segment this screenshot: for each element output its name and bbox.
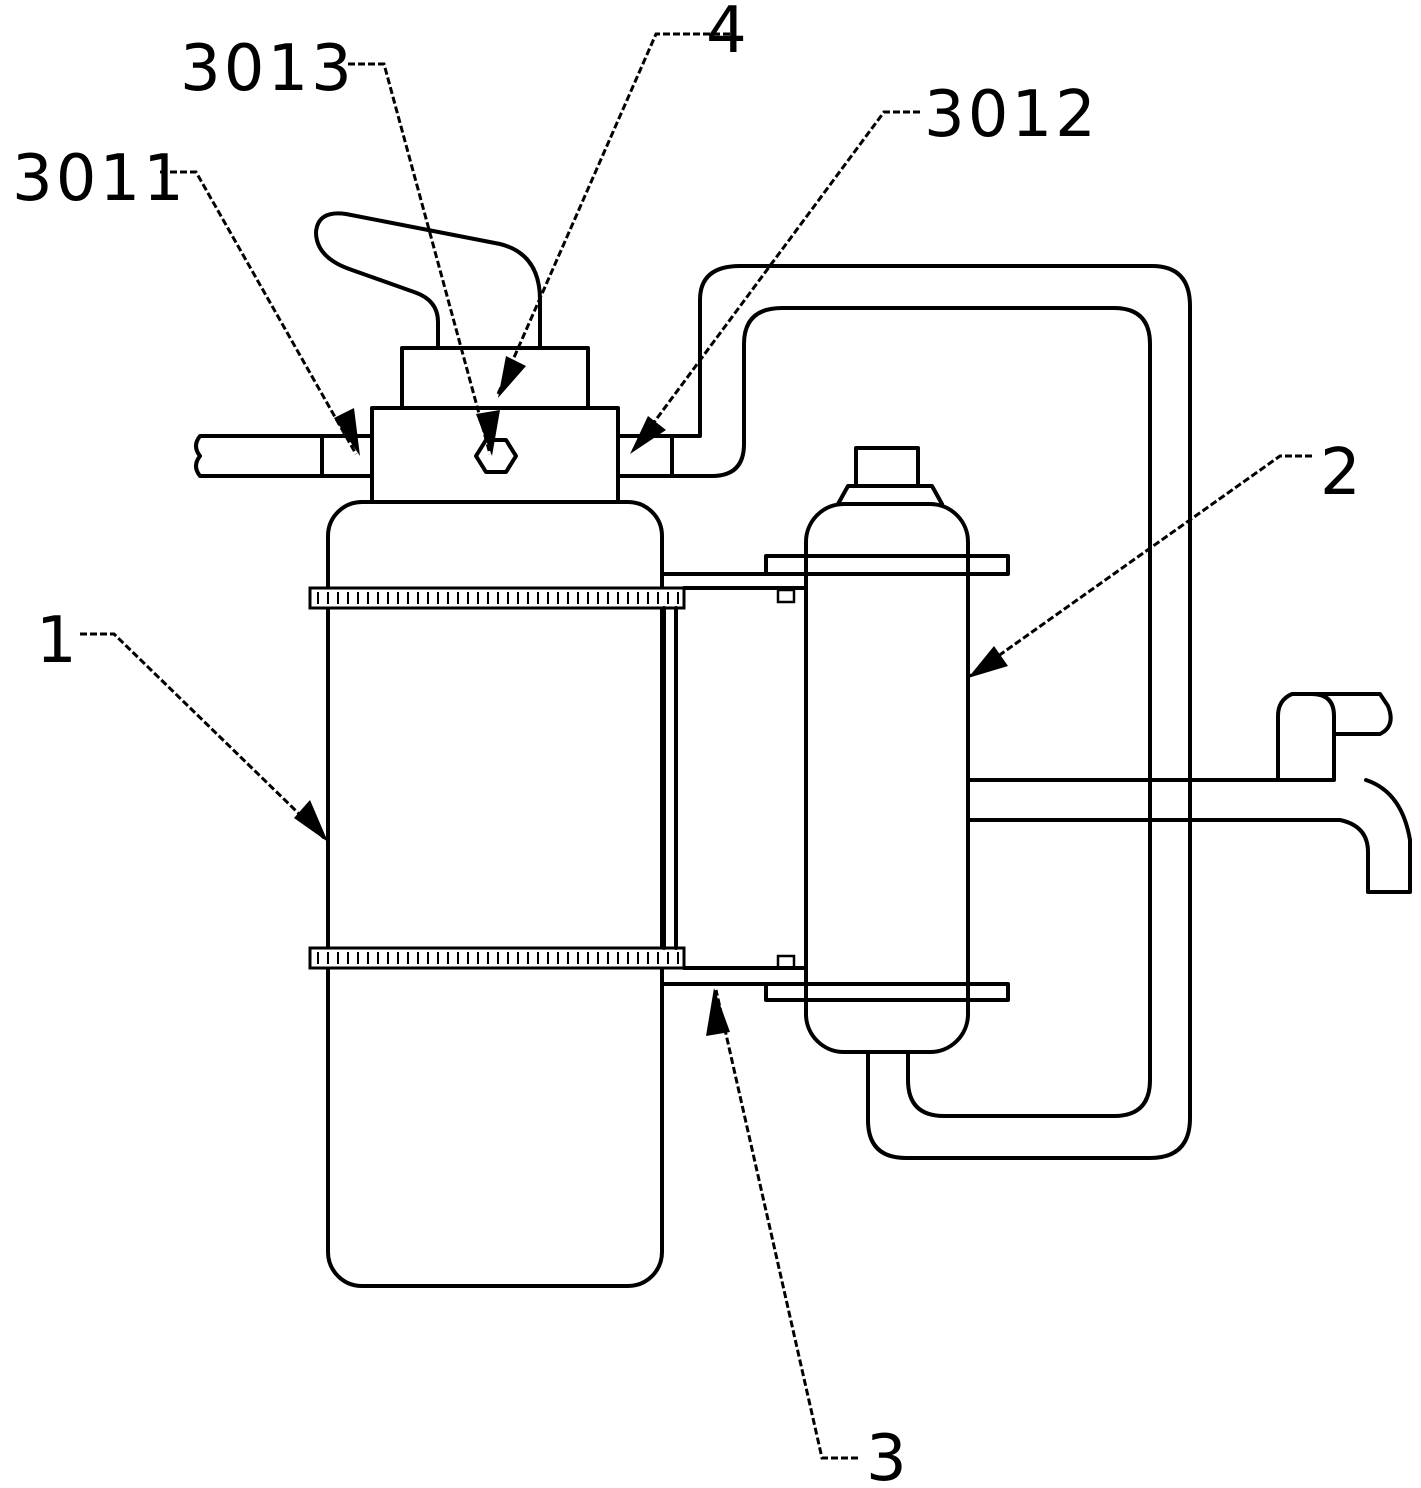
- arrow-2-icon: [968, 646, 1008, 678]
- label-2: 2: [1320, 436, 1364, 510]
- return-pipe: [670, 264, 1192, 1160]
- leader-lines: [80, 32, 1312, 1460]
- arrow-1-icon: [294, 800, 328, 842]
- arrow-3012-icon: [630, 416, 666, 454]
- arrow-3013-icon: [476, 410, 500, 456]
- label-1: 1: [36, 604, 80, 678]
- lower-clamp-band: [308, 946, 686, 970]
- label-3012: 3012: [924, 78, 1099, 152]
- arrow-3011-icon: [334, 408, 360, 456]
- label-3013: 3013: [180, 32, 355, 106]
- hex-bolt-icon: [474, 438, 518, 474]
- label-3011: 3011: [12, 142, 187, 216]
- bracket: [662, 554, 1010, 1002]
- arrow-3-icon: [706, 988, 730, 1036]
- faucet: [966, 692, 1412, 894]
- label-3: 3: [866, 1422, 910, 1488]
- tank-head: [194, 211, 674, 504]
- label-4: 4: [706, 0, 750, 68]
- arrow-4-icon: [498, 356, 526, 398]
- upper-clamp-band: [308, 586, 686, 610]
- filter-cartridge: [804, 446, 970, 1054]
- main-tank: [326, 500, 664, 1288]
